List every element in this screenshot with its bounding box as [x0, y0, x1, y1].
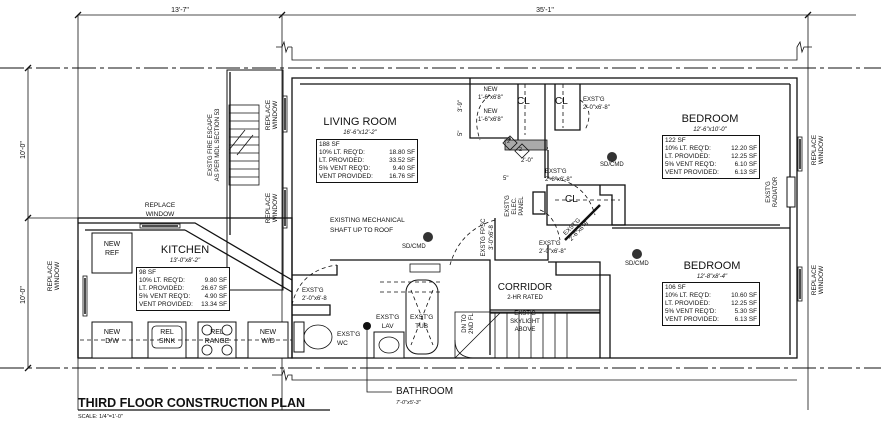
room-table-living: 188 SF 10% LT. REQ'D:18.80 SF LT. PROVID…	[316, 139, 418, 183]
dimension-top-right: 35'-1"	[536, 7, 554, 14]
dimension-door-width: 2'-0"	[521, 158, 533, 164]
plan-title: THIRD FLOOR CONSTRUCTION PLAN	[78, 396, 306, 410]
radiator	[786, 176, 796, 208]
room-size-bedroom-2: 12'-8"x8'-4"	[696, 274, 728, 280]
dimension-closet-height: 3'-9"	[458, 100, 464, 112]
dimension-left: 10'-0" 10'-0"	[20, 64, 78, 372]
room-name-corridor: CORRIDOR	[497, 282, 553, 293]
room-size-kitchen: 13'-0"x8'-2"	[169, 258, 201, 264]
room-name-bedroom-2: BEDROOM	[683, 260, 741, 272]
room-table-bedroom-1: 122 SF 10% LT. REQ'D:12.20 SF LT. PROVID…	[662, 135, 760, 179]
dimension-left-lower: 10'-0"	[20, 286, 27, 304]
room-table-bedroom-2: 106 SF 10% LT. REQ'D:10.60 SF LT. PROVID…	[662, 282, 760, 326]
room-size-bedroom-1: 12'-6"x10'-0"	[693, 127, 727, 133]
room-size-living: 16'-6"x12'-2"	[343, 130, 377, 136]
dimension-wall-5a: 5"	[503, 176, 509, 182]
corridor-rating: 2-HR RATED	[507, 295, 543, 301]
room-table-kitchen: 98 SF 10% LT. REQ'D:9.80 SF LT. PROVIDED…	[136, 267, 230, 311]
room-name-bedroom-1: BEDROOM	[681, 113, 739, 125]
closet-label-3: CL	[565, 194, 578, 205]
plan-scale: SCALE: 1/4"=1'-0"	[78, 414, 123, 420]
tag-diamond	[514, 143, 530, 159]
room-name-living: LIVING ROOM	[323, 116, 397, 128]
room-name-kitchen: KITCHEN	[160, 244, 210, 256]
kitchen-fixtures	[80, 232, 292, 359]
windows[interactable]	[82, 95, 803, 317]
dimension-top: 13'-7" 35'-1"	[74, 7, 856, 410]
tag-number-1: 2	[507, 139, 511, 145]
sdcmd-label-bedroom-1: SD/CMD	[600, 162, 624, 168]
bathroom-fixtures	[293, 263, 441, 393]
tag-diamond	[502, 135, 518, 151]
tag-number-2: 2	[519, 147, 523, 153]
closet-label-2: CL	[555, 96, 568, 107]
walls	[77, 69, 798, 382]
closet-label-1: CL	[517, 96, 530, 107]
sdcmd-label-bedroom-2: SD/CMD	[625, 261, 649, 267]
dimension-top-left: 13'-7"	[171, 7, 189, 14]
sdcmd-label-living: SD/CMD	[402, 244, 426, 250]
dimension-wall-5b: 5"	[458, 130, 464, 136]
door-swings	[291, 94, 596, 306]
dimension-left-upper: 10'-0"	[20, 141, 27, 159]
smoke-detectors	[423, 152, 642, 259]
room-size-bathroom: 7'-0"x5'-3"	[396, 400, 421, 406]
room-name-bathroom: BATHROOM	[396, 386, 454, 397]
